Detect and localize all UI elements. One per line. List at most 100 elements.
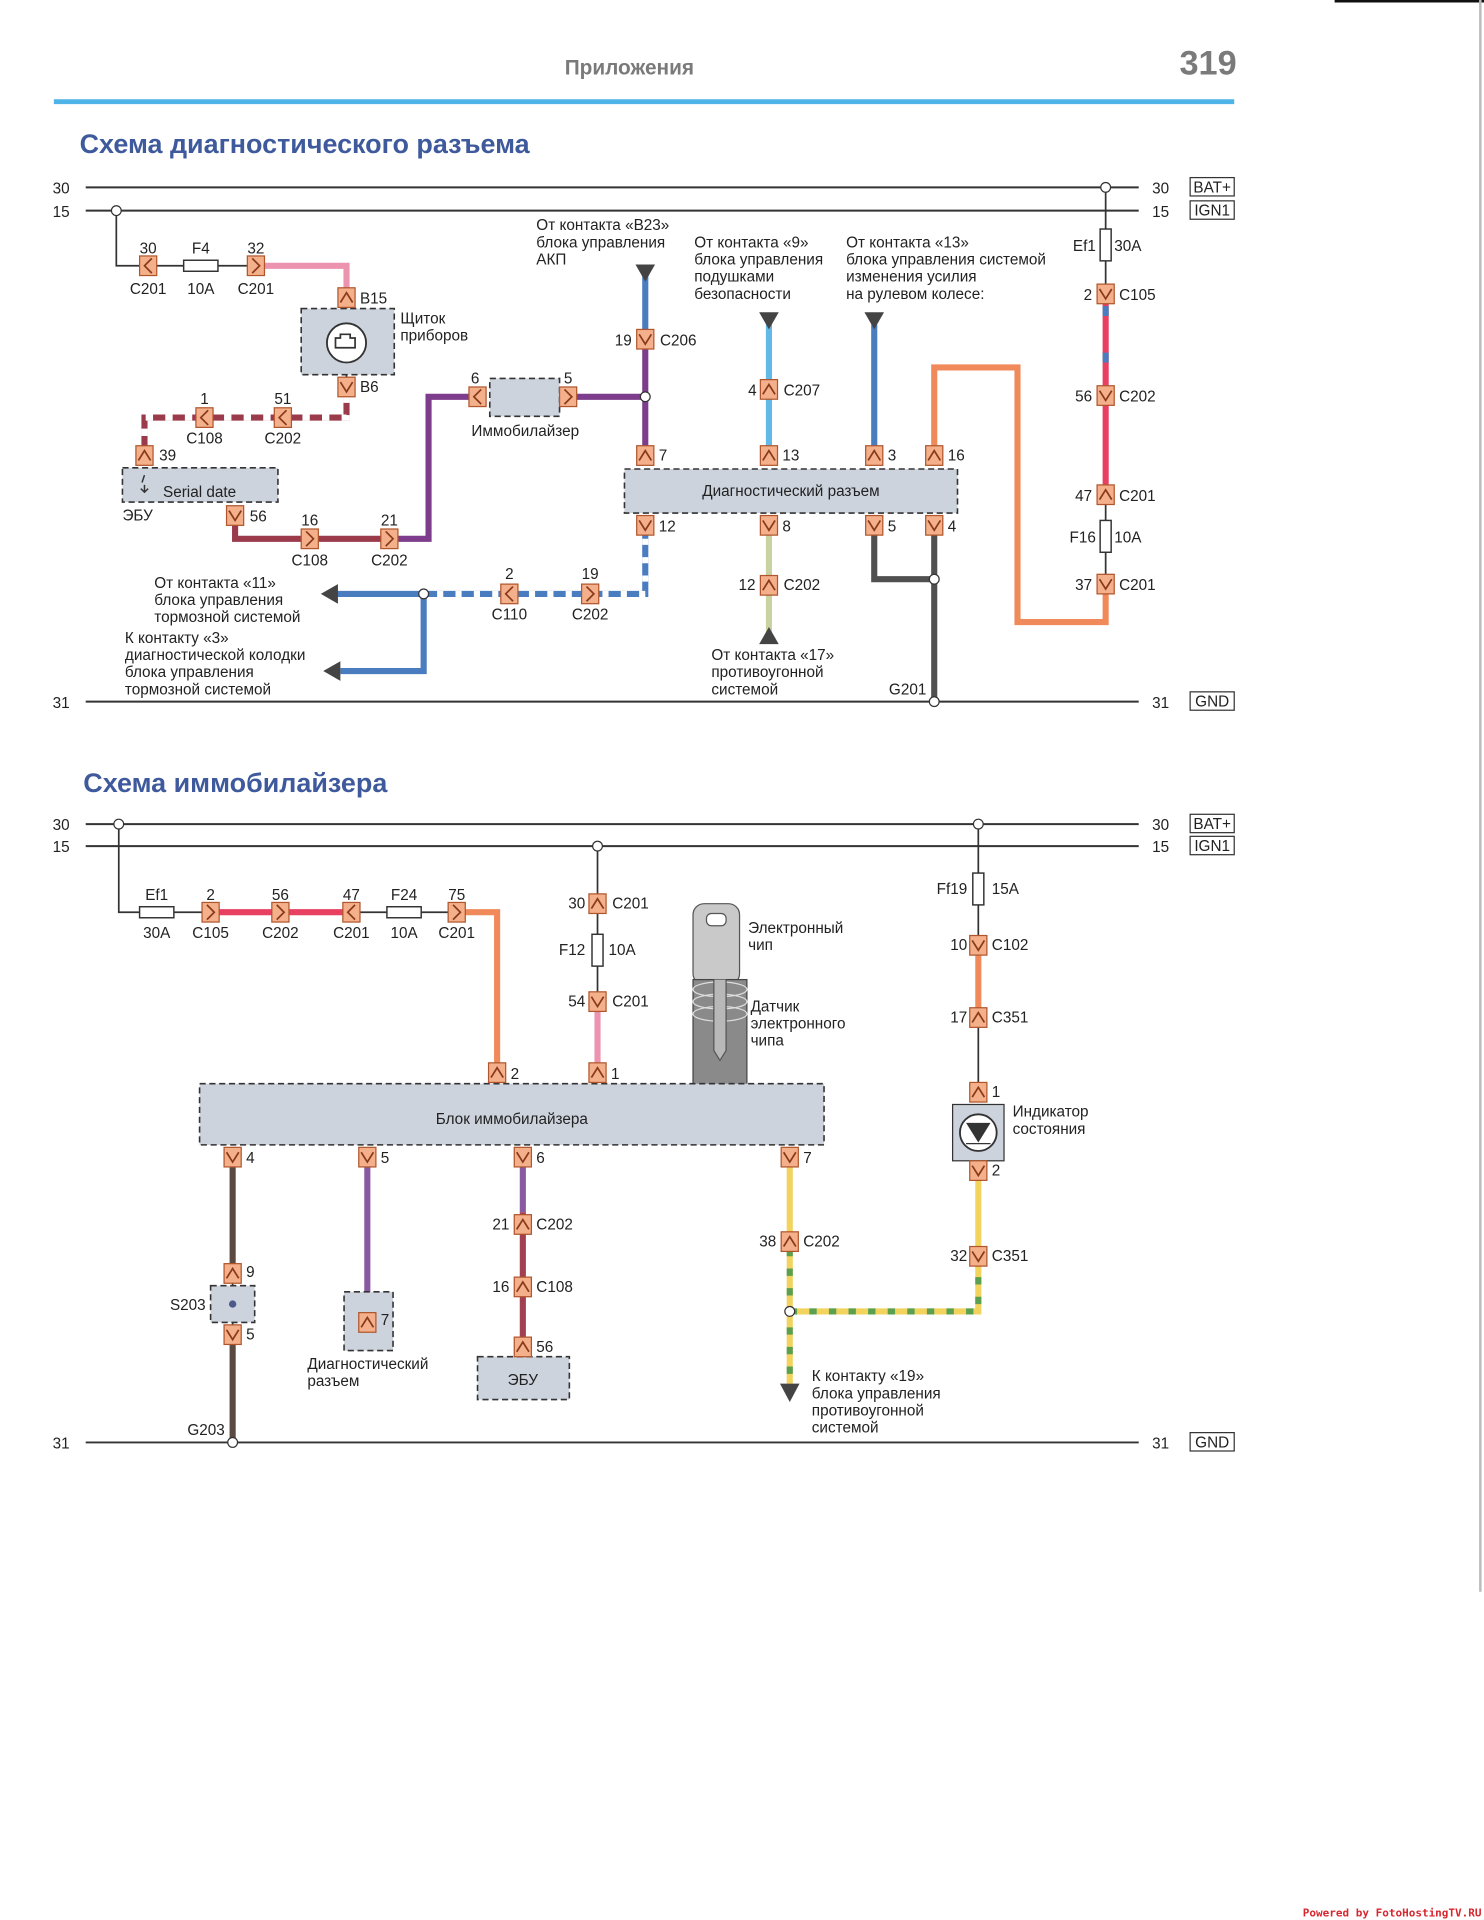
diag-label: Ef1 — [1073, 238, 1096, 255]
diag-label: 51 — [274, 391, 291, 408]
diag-label: 1 — [200, 391, 209, 408]
chevron-icon — [225, 1151, 240, 1164]
immo-label: Датчик — [751, 998, 800, 1015]
connector — [358, 1312, 377, 1333]
immo-label: состояния — [1013, 1121, 1086, 1138]
immo-label: S203 — [170, 1297, 206, 1314]
chevron-icon — [143, 257, 153, 274]
immo-label: 16 — [492, 1279, 509, 1296]
chevron-icon — [228, 510, 242, 523]
diag-label: 21 — [381, 512, 398, 529]
chevron-icon — [971, 1250, 986, 1263]
immo-label: G203 — [187, 1422, 224, 1439]
immo-label: 56 — [272, 887, 289, 904]
connector — [969, 1160, 988, 1182]
diag-label: C206 — [660, 332, 697, 349]
immo-label: 10A — [609, 942, 637, 959]
connector — [1096, 484, 1115, 506]
immo-label: 32 — [950, 1248, 967, 1265]
diag-label: 10A — [187, 281, 215, 298]
immo-label: 75 — [448, 887, 465, 904]
chevron-icon — [385, 530, 395, 547]
connector — [759, 379, 779, 400]
immo-label: F24 — [391, 887, 418, 904]
chevron-icon — [1098, 488, 1113, 501]
diag-label: От контакта «9» — [694, 234, 808, 251]
immo-label: 17 — [950, 1009, 967, 1026]
immo-label: C351 — [992, 1009, 1029, 1026]
connector — [925, 445, 944, 466]
wire-orange — [931, 364, 1109, 626]
chevron-icon — [199, 409, 209, 426]
connector — [759, 514, 779, 536]
connector — [513, 1146, 533, 1168]
diag-label: АКП — [536, 252, 566, 269]
immo-components — [113, 818, 1005, 1448]
diag-label: 8 — [782, 518, 791, 535]
immo-label: электронного — [751, 1016, 846, 1033]
immo-label: 21 — [492, 1216, 509, 1233]
ecu-box — [121, 466, 279, 503]
chevron-icon — [277, 409, 288, 426]
immo-label: C202 — [536, 1216, 573, 1233]
chevron-icon — [971, 1085, 986, 1098]
wire-purple — [397, 393, 469, 542]
bat-plus-label: BAT+ — [1193, 816, 1231, 833]
connector — [588, 893, 607, 915]
diag-label: 12 — [659, 518, 676, 535]
fuse-icon — [386, 906, 422, 919]
immo-label: 4 — [246, 1150, 255, 1167]
diag-label: 30 — [140, 241, 157, 258]
chevron-icon — [1098, 390, 1113, 403]
chevron-icon — [971, 1165, 986, 1178]
immo-label: 2 — [511, 1066, 520, 1083]
immo-label: C351 — [992, 1248, 1029, 1265]
chevron-icon — [590, 897, 605, 910]
immo-label: 15A — [992, 881, 1020, 898]
diag-wires — [115, 187, 1109, 702]
diag-label: Serial date — [163, 484, 236, 501]
key-icon — [692, 903, 748, 1086]
connector — [865, 445, 884, 466]
wire-orange — [465, 909, 501, 1065]
diag-label: Щиток — [400, 310, 445, 327]
immo-label: C201 — [333, 925, 370, 942]
diag-label: C201 — [238, 281, 275, 298]
immo-label: ЭБУ — [508, 1372, 539, 1389]
immo-label: C202 — [262, 925, 299, 942]
chevron-icon — [1098, 578, 1113, 591]
chevron-icon — [867, 519, 882, 532]
diag-label: 5 — [564, 370, 573, 387]
ign1-label: IGN1 — [1194, 838, 1230, 855]
immo-label: К контакту «19» — [812, 1368, 924, 1385]
wire-ecu-56 — [232, 524, 398, 542]
rail-label-31: 31 — [53, 695, 70, 712]
chevron-icon — [339, 381, 354, 394]
diag-label: 19 — [615, 332, 632, 349]
immobilizer-box — [488, 377, 561, 418]
immo-label: C201 — [438, 925, 475, 942]
connector — [342, 901, 361, 923]
diag-label: 16 — [948, 447, 965, 464]
chevron-icon — [867, 449, 882, 461]
immo-label: 10 — [950, 937, 967, 954]
rail-label-31: 31 — [1152, 1436, 1169, 1453]
immo-label: Ff19 — [937, 881, 968, 898]
connector — [588, 1062, 607, 1084]
connector — [588, 991, 607, 1013]
connector — [487, 1062, 507, 1084]
immo-label: 9 — [246, 1264, 255, 1281]
diag-label: тормозной системой — [125, 681, 271, 698]
immo-label: блока управления — [812, 1385, 941, 1402]
immo-label: 1 — [611, 1066, 620, 1083]
connector — [969, 1245, 988, 1267]
fuse-icon — [972, 872, 985, 906]
diag-label: 13 — [782, 447, 799, 464]
connector — [380, 528, 399, 550]
gnd-label: GND — [1195, 1434, 1229, 1451]
diag-label: 6 — [471, 370, 480, 387]
connector — [195, 407, 214, 428]
connector — [223, 1324, 242, 1346]
immo-label: Диагностический — [307, 1356, 428, 1373]
diag-label: 2 — [505, 566, 514, 583]
